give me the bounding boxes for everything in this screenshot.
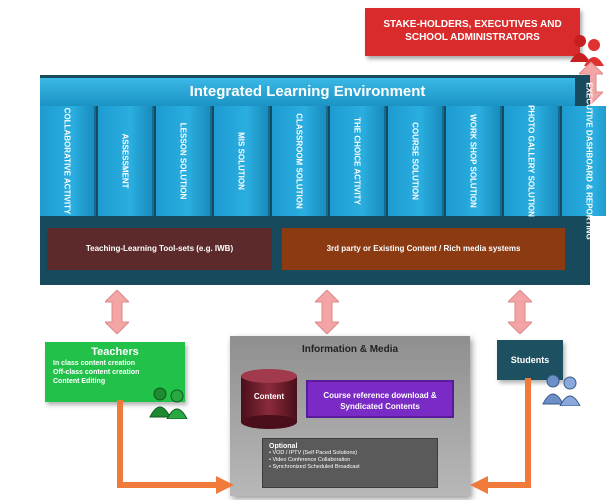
info-arrow [315,290,339,334]
ile-module-label: LESSON SOLUTION [178,122,188,200]
toolset-right: 3rd party or Existing Content / Rich med… [282,228,565,270]
ile-module-label: COLLABORATIVE ACTIVITY [62,107,72,215]
ile-module: EXECUTIVE DASHBOARD & REPORTING [562,82,606,240]
info-media-title: Information & Media [301,344,399,355]
ile-module-label: CLASSROOM SOLUTION [294,113,304,209]
ile-module: WORK SHOP SOLUTION [446,106,502,216]
ile-module: ASSESSMENT [98,106,154,216]
ile-module: LESSON SOLUTION [156,106,212,216]
teachers-to-info-connector [112,400,237,500]
teachers-line: Content Editing [53,378,106,385]
stakeholders-line2: SCHOOL ADMINISTRATORS [405,32,540,43]
ile-module: COLLABORATIVE ACTIVITY [40,106,96,216]
ile-title: Integrated Learning Environment [40,78,575,106]
stakeholders-box: STAKE-HOLDERS, EXECUTIVES AND SCHOOL ADM… [365,8,580,56]
teachers-line: Off-class content creation [53,369,140,376]
ile-module: COURSE SOLUTION [388,106,444,216]
ile-module-label: THE CHOICE ACTIVITY [352,117,362,205]
ile-module: CLASSROOM SOLUTION [272,106,328,216]
ile-module: THE CHOICE ACTIVITY [330,106,386,216]
optional-line: • Video Conference Collaboration [269,457,351,463]
optional-box: Optional • VOD / IPTV (Self Paced Soluti… [262,438,438,488]
course-reference-box: Course reference download & Syndicated C… [306,380,454,418]
ile-module-label: EXECUTIVE DASHBOARD & REPORTING [584,82,594,240]
teachers-arrow [105,290,129,334]
students-box: Students [497,340,563,380]
content-label: Content [253,392,285,401]
teachers-line: In class content creation [53,360,136,367]
students-users-icon [540,372,584,411]
ile-module-label: MIS SOLUTION [236,132,246,190]
ile-module-label: WORK SHOP SOLUTION [468,114,478,208]
toolset-left: Teaching-Learning Tool-sets (e.g. IWB) [47,228,272,270]
optional-line: • VOD / IPTV (Self Paced Solutions) [269,450,358,456]
ile-module: PHOTO GALLERY SOLUTION [504,105,560,217]
content-database-icon [238,368,300,435]
stakeholders-line1: STAKE-HOLDERS, EXECUTIVES AND [383,19,562,30]
optional-line: • Synchronized Scheduled Broadcast [269,464,360,470]
students-to-info-connector [468,378,538,500]
ile-module: MIS SOLUTION [214,106,270,216]
ile-module-label: COURSE SOLUTION [410,122,420,200]
students-arrow [508,290,532,334]
ile-module-label: PHOTO GALLERY SOLUTION [526,105,536,217]
teachers-title: Teachers [91,346,139,358]
teachers-users-icon [148,385,190,424]
ile-module-label: ASSESSMENT [120,133,130,189]
optional-title: Optional [269,443,298,450]
